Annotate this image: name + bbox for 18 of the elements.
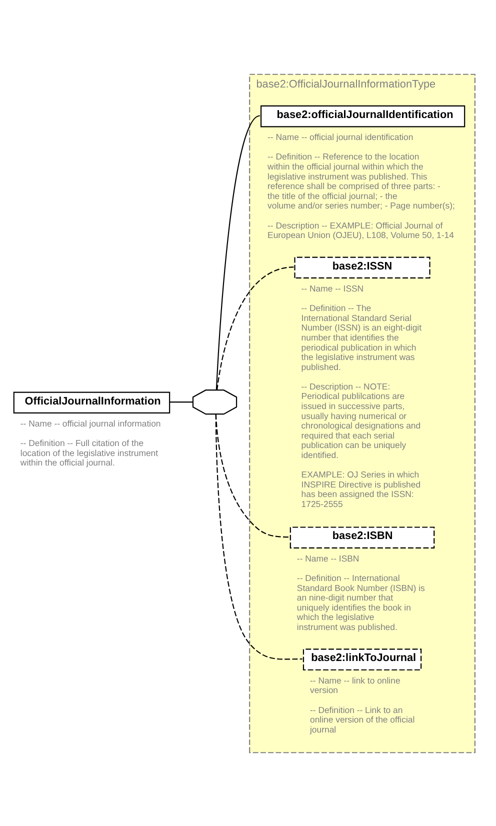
node-label: -- Name -- ISBN [296,552,359,563]
connector [168,401,192,402]
node-label: -- Description -- NOTE: Periodical publilcations are issued in successive parts, usually having numerical or chronological designations and required that each serial publication can be uniquely identified. [300,380,420,460]
node-label: -- Definition -- Full citation of the location of the legislative instrument within the official journal. [20,438,158,468]
connector [215,114,260,390]
node-octagon [192,389,237,414]
node-label: EXAMPLE: OJ Series in which INSPIRE Directive is published has been assigned the ISSN: 1725-2555 [300,469,420,509]
connector [216,266,294,390]
node-label: -- Name -- ISSN [300,282,364,293]
node-label: -- Name -- official journal information [20,418,160,428]
node-label: -- Description -- EXAMPLE: Official Journal of European Union (OJEU), L108, Volume 50, 1-14 [267,220,454,240]
node-label: -- Definition -- The International Standard Serial Number (ISSN) is an eight-digit number that identifies the periodical publication in which the legislative instrument was published. [300,302,422,372]
node-label: -- Name -- link to online version [310,674,400,695]
node-label: -- Definition -- Link to an online version of the official journal [310,704,414,734]
node-label: -- Definition -- Reference to the location within the official journal within which the legislative instrument was published. This reference shall be comprised of three parts: - the title of the official journal; - the volume and/or series number; - Page number(s); [267,151,454,210]
node-label: -- Name -- official journal identification [267,132,413,142]
node-label: -- Definition -- International Standard Book Number (ISBN) is an nine-digit number that uniquely identifies the book in which the legislative instrument was published. [296,572,424,632]
connector [214,414,302,660]
